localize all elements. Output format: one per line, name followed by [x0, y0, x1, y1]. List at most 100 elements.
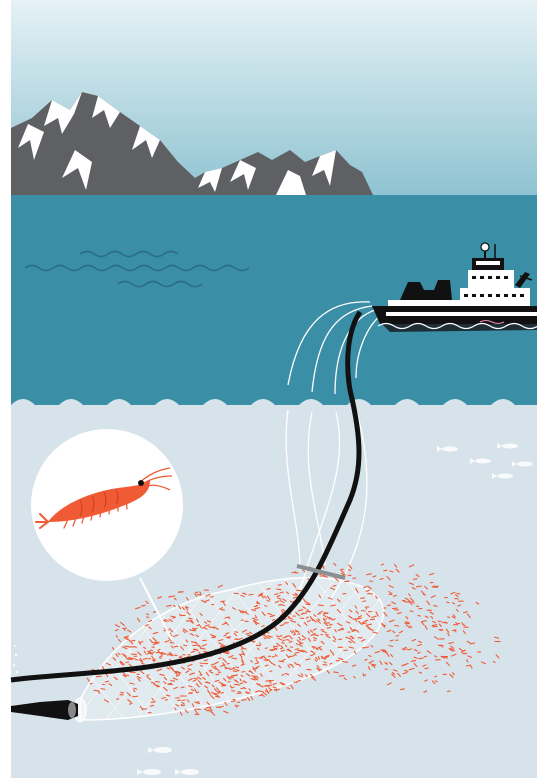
krill-mark: [287, 688, 290, 689]
krill-mark: [246, 692, 249, 693]
krill-mark: [353, 619, 355, 620]
krill-mark: [296, 590, 301, 591]
krill-mark: [265, 648, 267, 649]
krill-mark: [150, 650, 152, 651]
krill-mark: [249, 594, 253, 595]
krill-mark: [235, 684, 240, 685]
krill-mark: [353, 630, 355, 631]
krill-mark: [143, 659, 146, 660]
krill-mark: [262, 626, 265, 627]
krill-mark: [124, 656, 126, 657]
krill-mark: [293, 634, 295, 635]
krill-mark: [105, 681, 108, 682]
krill-mark: [234, 593, 238, 594]
krill-mark: [147, 617, 149, 618]
krill-mark: [168, 683, 172, 684]
krill-mark: [92, 670, 95, 671]
krill-mark: [406, 622, 409, 623]
krill-mark: [216, 674, 219, 675]
krill-mark: [413, 579, 417, 580]
krill-mark: [134, 647, 137, 648]
krill-mark: [284, 623, 288, 624]
krill-mark: [189, 618, 193, 619]
krill-mark: [318, 614, 321, 615]
krill-mark: [265, 665, 268, 666]
krill-mark: [293, 595, 297, 596]
krill-mark: [280, 636, 282, 637]
krill-mark: [235, 632, 238, 633]
krill-mark: [194, 678, 198, 679]
krill-mark: [384, 570, 387, 571]
krill-mark: [396, 636, 398, 637]
krill-mark: [264, 660, 266, 661]
krill-mark: [267, 589, 270, 590]
krill-mark: [447, 602, 449, 603]
krill-mark: [219, 658, 222, 659]
krill-mark: [395, 626, 399, 627]
krill-mark: [410, 611, 413, 612]
krill-mark: [321, 634, 323, 635]
krill-mark: [458, 605, 461, 606]
krill-mark: [405, 623, 410, 624]
krill-mark: [184, 645, 187, 646]
krill-mark: [227, 637, 230, 638]
krill-mark: [325, 634, 328, 635]
krill-mark: [134, 688, 137, 689]
krill-mark: [238, 692, 241, 693]
krill-mark: [432, 587, 437, 588]
krill-mark: [435, 676, 437, 677]
krill-mark: [442, 622, 447, 623]
krill-mark: [448, 691, 451, 692]
krill-mark: [173, 617, 175, 618]
krill-mark: [338, 630, 340, 631]
krill-mark: [434, 606, 437, 607]
krill-mark: [381, 564, 383, 565]
krill-mark: [181, 687, 184, 688]
krill-mark: [286, 640, 289, 641]
krill-mark: [265, 606, 267, 607]
krill-mark: [314, 647, 316, 648]
krill-mark: [302, 640, 304, 641]
krill-mark: [252, 618, 255, 619]
krill-mark: [196, 709, 200, 710]
krill-mark: [233, 671, 236, 672]
krill-mark: [242, 700, 246, 701]
krill-mark: [275, 594, 278, 595]
krill-mark: [362, 611, 366, 612]
krill-mark: [319, 605, 324, 606]
krill-mark: [413, 661, 415, 662]
krill-mark: [237, 693, 241, 694]
krill-mark: [121, 692, 124, 693]
krill-mark: [278, 585, 281, 586]
krill-mark: [221, 693, 223, 694]
krill-mark: [277, 589, 281, 590]
krill-mark: [170, 643, 174, 644]
krill-mark: [226, 633, 229, 634]
krill-mark: [448, 617, 450, 618]
krill-mark: [142, 605, 146, 606]
krill-mark: [435, 656, 437, 657]
krill-mark: [212, 627, 215, 628]
krill-mark: [419, 658, 424, 659]
krill-mark: [197, 702, 199, 703]
krill-mark: [327, 628, 330, 629]
krill-mark: [286, 636, 290, 637]
krill-mark: [218, 692, 221, 693]
krill-mark: [117, 699, 119, 700]
krill-mark: [257, 623, 259, 624]
krill-mark: [226, 653, 229, 654]
krill-mark: [390, 640, 393, 641]
krill-mark: [209, 670, 211, 671]
krill-mark: [425, 668, 428, 669]
krill-mark: [211, 664, 213, 665]
krill-mark: [401, 689, 405, 690]
krill-mark: [166, 695, 169, 696]
krill-mark: [183, 700, 185, 701]
krill-mark: [282, 675, 284, 676]
krill-mark: [160, 656, 163, 657]
krill-mark: [240, 654, 244, 655]
krill-mark: [339, 639, 342, 640]
krill-mark: [232, 687, 234, 688]
krill-mark: [201, 665, 203, 666]
